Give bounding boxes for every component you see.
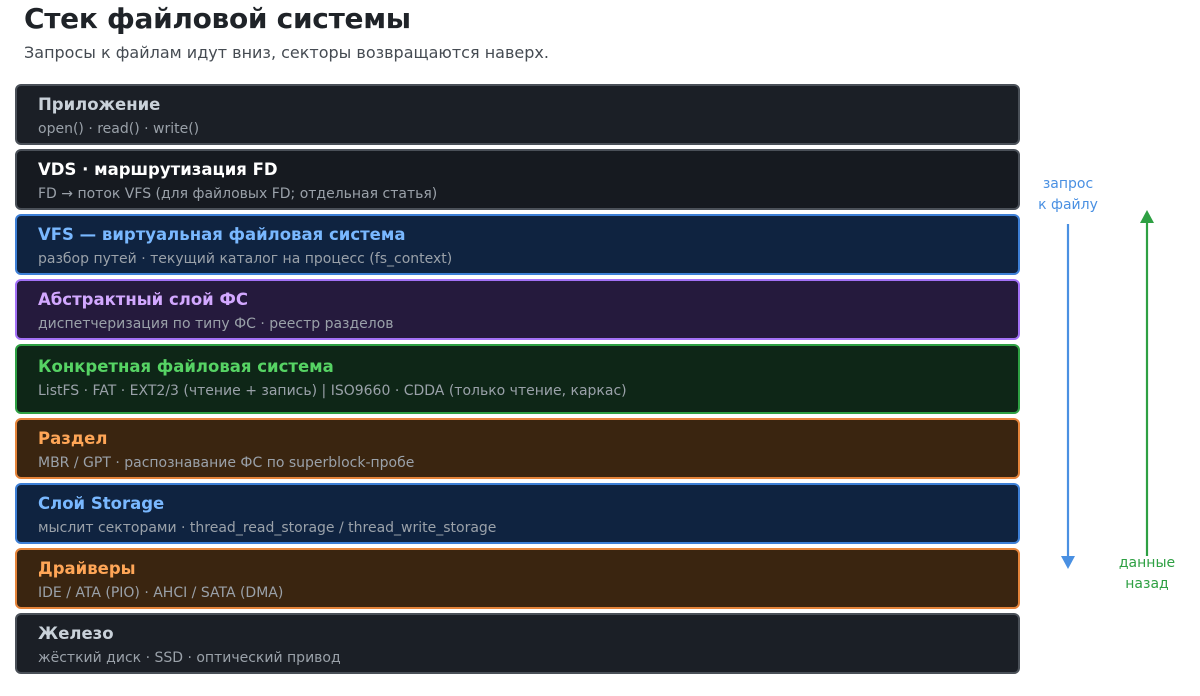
layer-title: VFS — виртуальная файловая система (38, 225, 406, 244)
page-subtitle: Запросы к файлам идут вниз, секторы возв… (24, 43, 549, 62)
request-flow-label: запрос к файлу (1028, 174, 1108, 216)
layer-application: Приложение open() · read() · write() (15, 84, 1020, 145)
return-label-line: назад (1125, 576, 1169, 592)
layer-concrete-fs: Конкретная файловая система ListFS · FAT… (15, 344, 1020, 414)
layer-description: мыслит секторами · thread_read_storage /… (38, 520, 497, 536)
return-label-line: данные (1118, 555, 1176, 571)
layer-title: Раздел (38, 429, 108, 448)
layer-title: Приложение (38, 95, 161, 114)
layer-title: Драйверы (38, 559, 136, 578)
layer-stack: Приложение open() · read() · write() VDS… (15, 84, 1020, 678)
layer-hardware: Железо жёсткий диск · SSD · оптический п… (15, 613, 1020, 674)
return-flow-label: данные назад (1107, 553, 1187, 595)
layer-title: VDS · маршрутизация FD (38, 160, 278, 179)
layer-vds: VDS · маршрутизация FD FD → поток VFS (д… (15, 149, 1020, 210)
layer-vfs: VFS — виртуальная файловая система разбо… (15, 214, 1020, 275)
layer-title: Слой Storage (38, 494, 165, 513)
page-title: Стек файловой системы (24, 2, 411, 35)
layer-description: диспетчеризация по типу ФС · реестр разд… (38, 316, 394, 332)
layer-partition: Раздел MBR / GPT · распознавание ФС по s… (15, 418, 1020, 479)
layer-drivers: Драйверы IDE / ATA (PIO) · AHCI / SATA (… (15, 548, 1020, 609)
layer-description: ListFS · FAT · EXT2/3 (чтение + запись) … (38, 383, 627, 399)
layer-title: Абстрактный слой ФС (38, 290, 248, 309)
data-up-arrow-icon (1140, 210, 1154, 556)
layer-description: open() · read() · write() (38, 121, 200, 137)
layer-description: MBR / GPT · распознавание ФС по superblo… (38, 455, 415, 471)
layer-title: Железо (38, 624, 114, 643)
layer-abstract-fs: Абстрактный слой ФС диспетчеризация по т… (15, 279, 1020, 340)
request-label-line: к файлу (1038, 197, 1098, 213)
layer-description: FD → поток VFS (для файловых FD; отдельн… (38, 186, 438, 202)
layer-title: Конкретная файловая система (38, 357, 334, 376)
request-label-line: запрос (1042, 176, 1094, 192)
layer-storage: Слой Storage мыслит секторами · thread_r… (15, 483, 1020, 544)
layer-description: жёсткий диск · SSD · оптический привод (38, 650, 341, 666)
layer-description: разбор путей · текущий каталог на процес… (38, 251, 453, 267)
request-down-arrow-icon (1061, 224, 1075, 569)
flow-arrows (1061, 210, 1154, 569)
layer-description: IDE / ATA (PIO) · AHCI / SATA (DMA) (38, 585, 284, 601)
